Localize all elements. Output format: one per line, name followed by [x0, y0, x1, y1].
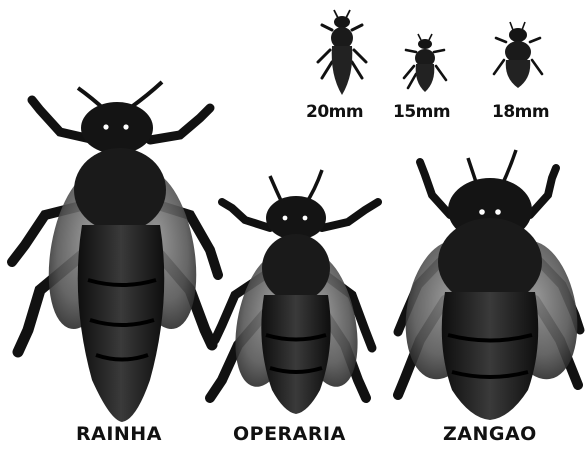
worker-caste-label: OPERARIA — [233, 423, 346, 445]
worker-bee-illustration — [210, 170, 378, 414]
small-worker-silhouette — [404, 34, 446, 92]
drone-bee-illustration — [395, 150, 586, 420]
queen-caste-label: RAINHA — [76, 423, 162, 445]
queen-size-label: 20mm — [306, 102, 363, 122]
small-drone-silhouette — [494, 22, 542, 88]
small-queen-silhouette — [318, 10, 366, 95]
queen-bee-illustration — [12, 82, 218, 422]
drone-size-label: 18mm — [492, 102, 549, 122]
worker-size-label: 15mm — [393, 102, 450, 122]
drone-caste-label: ZANGAO — [443, 423, 537, 445]
